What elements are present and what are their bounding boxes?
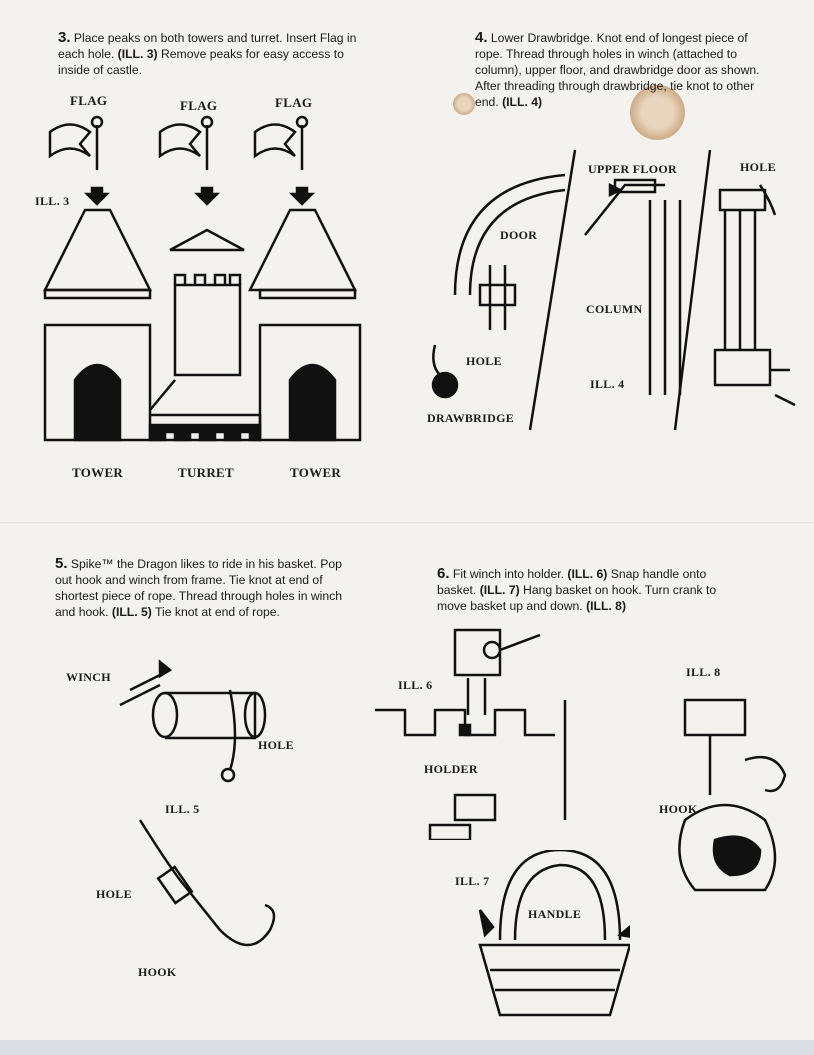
upper-floor-label: UPPER FLOOR — [588, 162, 677, 176]
column-label: COLUMN — [586, 302, 643, 316]
winch-label: WINCH — [66, 670, 111, 684]
hole-label: HOLE — [96, 887, 132, 901]
winch-hook-illustration — [119, 659, 276, 947]
tower-label: TOWER — [290, 465, 342, 480]
step-6-text: 6. Fit winch into holder. (ILL. 6) Snap … — [437, 565, 717, 614]
castle-illustration — [42, 115, 362, 442]
holder-label: HOLDER — [424, 762, 478, 776]
page-fold — [0, 522, 814, 525]
flag-label: FLAG — [180, 98, 218, 113]
stain — [630, 85, 685, 140]
turret-label: TURRET — [178, 465, 234, 480]
winch-holder-illustration — [375, 628, 567, 840]
stain — [453, 93, 475, 115]
basket-illustration — [478, 850, 630, 1017]
ill-8-title: ILL. 8 — [686, 665, 721, 679]
step-5-text: 5. Spike™ the Dragon likes to ride in hi… — [55, 555, 343, 620]
door-label: DOOR — [500, 228, 538, 242]
handle-label: HANDLE — [528, 907, 582, 921]
hook-label: HOOK — [659, 802, 698, 816]
tower-label: TOWER — [72, 465, 124, 480]
drawbridge-label: DRAWBRIDGE — [427, 411, 515, 425]
hole-label: HOLE — [258, 738, 294, 752]
hook-label: HOOK — [138, 965, 177, 979]
drawbridge-illustration — [431, 149, 796, 431]
ill-6-title: ILL. 6 — [398, 678, 433, 692]
scan-edge — [0, 1040, 814, 1055]
ill-7-title: ILL. 7 — [455, 874, 490, 888]
ill-5-title: ILL. 5 — [165, 802, 200, 816]
hanging-basket-illustration — [678, 698, 787, 892]
ill-4-title: ILL. 4 — [590, 377, 625, 391]
hole-label: HOLE — [466, 354, 502, 368]
ill-3-title: ILL. 3 — [35, 194, 70, 208]
hole-label: HOLE — [740, 160, 776, 174]
step-4-text: 4. Lower Drawbridge. Knot end of longest… — [475, 29, 760, 110]
flag-icon — [48, 115, 104, 170]
step-3-text: 3. Place peaks on both towers and turret… — [58, 29, 357, 78]
flag-label: FLAG — [70, 93, 108, 108]
flag-label: FLAG — [275, 95, 313, 110]
